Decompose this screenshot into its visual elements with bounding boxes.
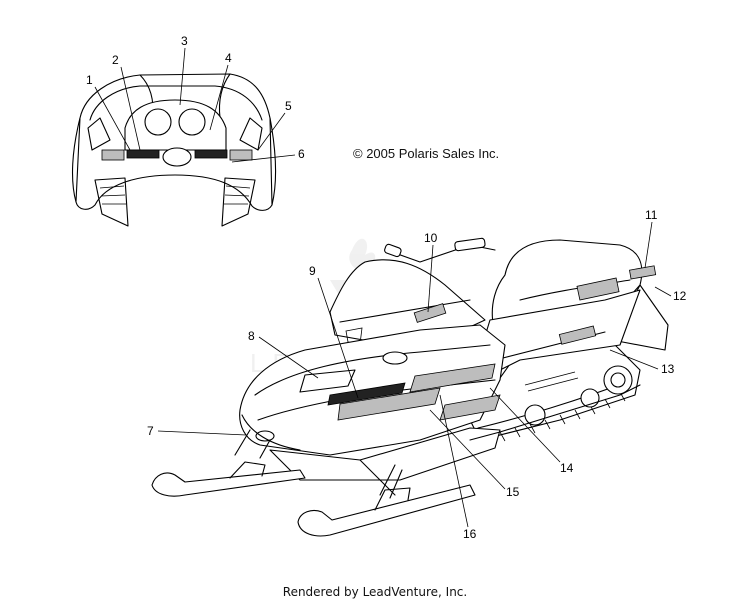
callout-1: 1 (86, 73, 93, 87)
callout-4: 4 (225, 51, 232, 65)
callout-9: 9 (309, 264, 316, 278)
callout-2: 2 (112, 53, 119, 67)
callout-7: 7 (147, 424, 154, 438)
callout-labels: 1 2 3 4 5 6 7 8 9 10 11 12 13 14 15 16 (86, 34, 687, 541)
footer-credit: Rendered by LeadVenture, Inc. (282, 585, 468, 599)
callout-8: 8 (248, 329, 255, 343)
leader-lines (94, 47, 672, 528)
callout-15: 15 (506, 485, 520, 499)
snowmobile-drawing (151, 237, 669, 537)
callout-3: 3 (181, 34, 188, 48)
callout-5: 5 (285, 99, 292, 113)
callout-11: 11 (645, 208, 658, 222)
callout-13: 13 (661, 362, 675, 376)
copyright-notice: © 2005 Polaris Sales Inc. (353, 146, 500, 161)
callout-12: 12 (673, 289, 687, 303)
callout-14: 14 (560, 461, 574, 475)
callout-16: 16 (463, 527, 477, 541)
hood-dash-inset (71, 73, 277, 227)
callout-10: 10 (424, 231, 438, 245)
callout-6: 6 (298, 147, 305, 161)
